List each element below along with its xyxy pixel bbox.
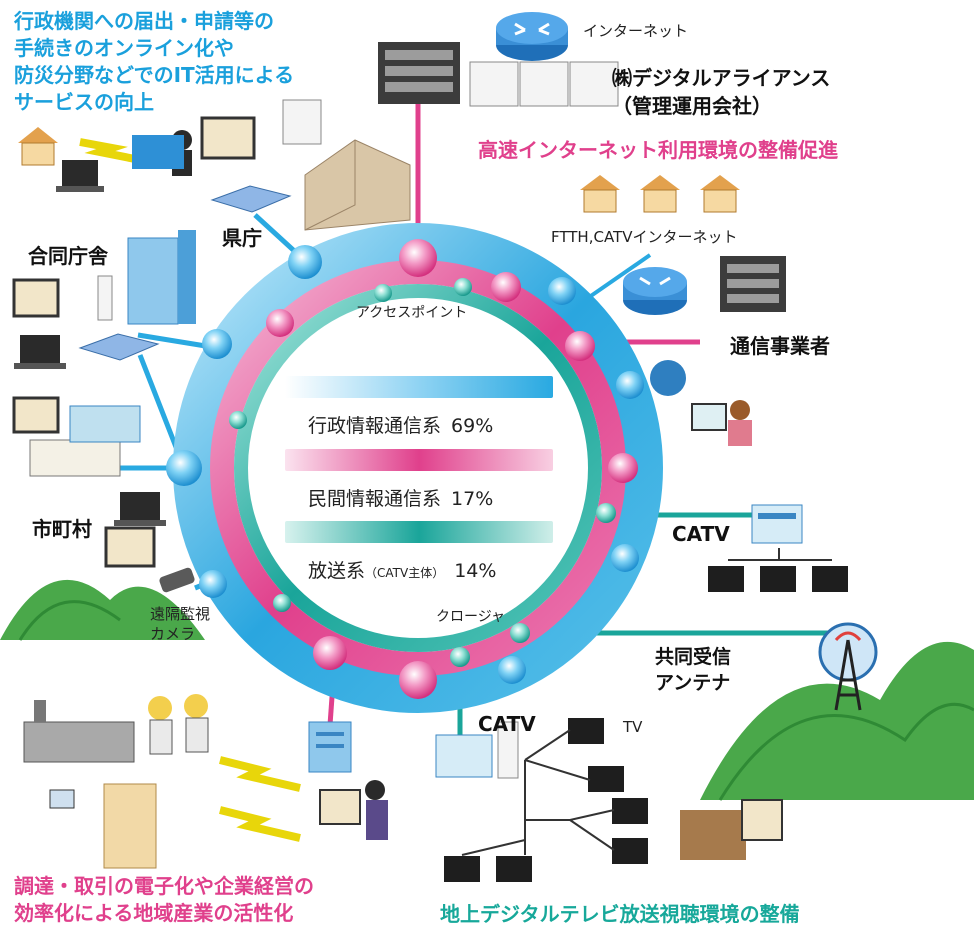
tv-icons — [444, 548, 848, 882]
headline-bottom-left: 調達・取引の電子化や企業経営の 効率化による地域産業の活性化 — [14, 873, 314, 927]
computer-icons — [12, 116, 256, 568]
worker-person-icons — [148, 130, 752, 840]
headline-top-right: 高速インターネット利用環境の整備促進 — [478, 134, 838, 163]
headline-top-left: 行政機関への届出・申請等の 手続きのオンライン化や 防災分野などでのIT活用によ… — [14, 8, 294, 116]
hub-icons — [78, 185, 292, 361]
joint-office-building-icon — [127, 230, 196, 325]
tv-label: TV — [623, 718, 643, 736]
headline-bottom-right: 地上デジタルテレビ放送視聴環境の整備 — [440, 898, 800, 927]
blue-nodes — [166, 245, 644, 684]
catv-station-icon-bottom — [435, 721, 519, 779]
legend-pct: 17% — [451, 488, 494, 510]
legend-item-private: 民間情報通信系 17% — [308, 484, 493, 511]
camera-label: 遠隔監視 カメラ — [150, 604, 210, 644]
municipality-label: 市町村 — [32, 517, 92, 541]
router-icon-top — [496, 12, 568, 61]
joint-office-label: 合同庁舎 — [28, 244, 108, 268]
office-building-icon-bottom — [308, 721, 352, 773]
teal-nodes — [229, 278, 616, 667]
catv-right-label: CATV — [672, 522, 730, 546]
apartment-building-icon — [103, 783, 157, 869]
catv-station-icon-right — [751, 504, 803, 544]
closure-label: クロージャ — [436, 609, 506, 625]
building-icon-top — [378, 42, 460, 104]
legend-pct: 69% — [451, 415, 494, 437]
catv-bottom-label: CATV — [478, 712, 536, 736]
house-icons — [18, 127, 740, 213]
camera-label-line: 遠隔監視 — [150, 605, 211, 623]
workstation-icons — [49, 99, 783, 860]
antenna-label-line: 共同受信 — [655, 646, 732, 668]
alliance-sub: （管理運用会社） — [612, 94, 772, 118]
legend-item-broadcast: 放送系（CATV主体） 14% — [308, 556, 496, 583]
legend-name: 行政情報通信系 — [308, 415, 442, 437]
carrier-building-icon — [720, 256, 786, 312]
headline-line: 防災分野などでのIT活用による — [14, 63, 295, 87]
headline-text: 地上デジタルテレビ放送視聴環境の整備 — [440, 902, 800, 926]
legend-bar-private — [285, 449, 553, 471]
internet-label: インターネット — [583, 22, 689, 40]
factory-icon — [23, 700, 135, 763]
mountains-right — [700, 641, 974, 801]
headline-line: 調達・取引の電子化や企業経営の — [14, 874, 314, 898]
headline-line: サービスの向上 — [14, 90, 154, 114]
headline-line: 行政機関への届出・申請等の — [14, 9, 274, 33]
legend-sub: （CATV主体） — [365, 566, 445, 580]
lightning-icons — [79, 138, 301, 842]
pink-nodes — [266, 239, 638, 699]
access-point-label: アクセスポイント — [356, 305, 468, 321]
prefecture-label: 県庁 — [222, 226, 262, 250]
headline-line: 効率化による地域産業の活性化 — [14, 901, 294, 925]
headline-line: 手続きのオンライン化や — [14, 36, 234, 60]
antenna-label-line: アンテナ — [655, 672, 731, 694]
legend-item-admin: 行政情報通信系 69% — [308, 411, 493, 438]
alliance-label: ㈱デジタルアライアンス （管理運用会社） — [612, 64, 830, 120]
antenna-tower-icon — [818, 622, 878, 711]
headline-text: 高速インターネット利用環境の整備促進 — [478, 138, 838, 162]
alliance-name: ㈱デジタルアライアンス — [612, 66, 831, 90]
legend-name: 放送系 — [308, 560, 366, 582]
camera-icon — [159, 567, 195, 593]
router-icon-right — [623, 267, 687, 315]
legend-name: 民間情報通信系 — [308, 488, 442, 510]
legend-bar-admin — [285, 376, 553, 398]
ftth-label: FTTH,CATVインターネット — [551, 228, 738, 246]
mountains-left — [0, 579, 205, 641]
meeting-people-icon — [29, 405, 141, 477]
legend-bar-broadcast — [285, 521, 553, 543]
prefecture-building-icon — [304, 139, 411, 231]
server-rack-icon — [469, 61, 619, 107]
legend-pct: 14% — [454, 560, 497, 582]
carrier-label: 通信事業者 — [730, 334, 830, 358]
antenna-label: 共同受信 アンテナ — [655, 644, 731, 696]
camera-label-line: カメラ — [150, 625, 196, 643]
